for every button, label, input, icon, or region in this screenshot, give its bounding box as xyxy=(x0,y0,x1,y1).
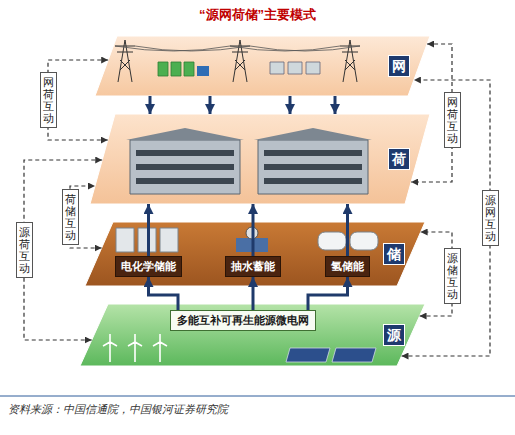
node-label: 氢储能 xyxy=(331,259,364,274)
power-line xyxy=(115,46,360,51)
caption-rule xyxy=(0,396,515,397)
transmission-tower xyxy=(115,40,360,82)
storage-illustration xyxy=(116,227,378,252)
wind-turbine xyxy=(103,334,167,362)
flow-arrow xyxy=(149,96,152,114)
layer-parallelogram xyxy=(95,36,430,96)
node-label: 抽水蓄能 xyxy=(231,259,275,274)
node-label: 电化学储能 xyxy=(121,259,176,274)
flow-arrow xyxy=(334,96,337,114)
hydrogen-tank xyxy=(318,232,346,250)
node-label: 多能互补可再生能源微电网 xyxy=(177,313,309,328)
solar-panel xyxy=(286,348,376,362)
microgrid-box: 多能互补可再生能源微电网 xyxy=(170,310,316,331)
factory-facade xyxy=(130,140,368,194)
flow-arrow xyxy=(252,277,255,310)
storage-box: 电化学储能 xyxy=(115,256,182,277)
layer-parallelogram xyxy=(90,114,430,204)
interaction-arrow xyxy=(24,160,102,340)
layer-parallelogram xyxy=(85,222,425,286)
interaction-label: 网荷互动 xyxy=(40,72,57,128)
layer-label: 储 xyxy=(383,243,405,265)
interaction-label: 网荷互动 xyxy=(444,92,461,148)
load-illustration xyxy=(126,128,372,194)
interaction-arrow xyxy=(402,80,490,356)
flow-arrow xyxy=(149,277,179,310)
layer-label: 荷 xyxy=(388,148,410,170)
server-icon xyxy=(270,62,320,74)
layer-band: 网 xyxy=(95,36,430,96)
device-icon xyxy=(197,66,209,76)
layer-shape xyxy=(95,36,430,96)
storage-box: 氢储能 xyxy=(325,256,370,277)
layer-label: 网 xyxy=(388,55,410,77)
flow-arrow xyxy=(209,96,212,114)
interaction-label: 源荷互动 xyxy=(16,222,33,278)
source-caption: 资料来源：中国信通院，中国银河证券研究院 xyxy=(8,402,228,417)
factory-roof xyxy=(126,128,372,140)
interaction-arrow xyxy=(48,60,108,140)
meter-icon xyxy=(158,62,194,76)
interaction-label: 源储互动 xyxy=(444,248,461,304)
factory-window xyxy=(136,150,362,184)
layer-label: 源 xyxy=(383,324,405,346)
flow-arrow xyxy=(289,96,292,114)
layer-parallelogram xyxy=(80,304,425,366)
flow-arrow xyxy=(346,204,349,256)
flow-arrow xyxy=(147,204,150,256)
diagram-title: “源网荷储”主要模式 xyxy=(0,6,515,24)
interaction-label: 源网互动 xyxy=(482,190,499,246)
storage-box: 抽水蓄能 xyxy=(225,256,281,277)
source-illustration xyxy=(103,334,376,362)
flow-arrow xyxy=(252,204,255,256)
flow-arrow xyxy=(308,277,348,310)
hydrogen-tank xyxy=(350,232,378,250)
power-grid-illustration xyxy=(115,40,360,82)
interaction-label: 荷储互动 xyxy=(62,189,79,245)
